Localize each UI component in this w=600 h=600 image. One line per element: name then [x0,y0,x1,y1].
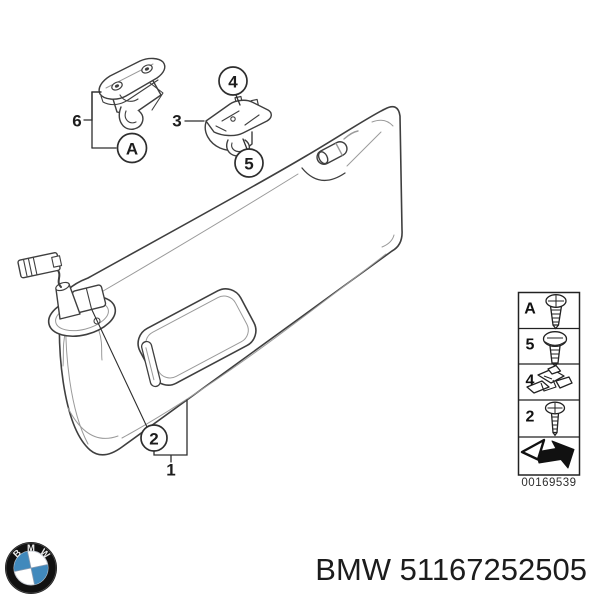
label-item-3[interactable]: 3 [172,112,181,131]
visor-bottom-fold-line [121,253,387,439]
swivel-mount-drawing [47,281,117,367]
callout-circle-4[interactable]: 4 [218,66,248,96]
callout-circle-A[interactable]: A [116,132,148,164]
logo-letter-m: M [27,543,35,554]
visor-pin-drawing [316,130,359,165]
leader-5 [242,138,248,150]
clip-6-drawing [98,57,166,130]
corner-highlight-top [371,119,394,127]
legend-row-2-label: 2 [526,409,535,426]
callout-5-text: 5 [244,155,253,174]
legend-row-A-label: A [524,301,536,318]
callout-circle-5[interactable]: 5 [234,148,264,178]
wire-connector-drawing [17,252,63,288]
clip-icon-4 [526,364,573,394]
legend-panel: A 5 4 2 [517,291,581,489]
diagram-canvas: 6 3 1 A 4 5 2 A 5 [17,57,581,489]
sun-visor-drawing [17,105,403,456]
clip-3-drawing [204,95,272,157]
leader-2 [91,309,148,428]
mirror-recess-drawing [137,288,257,388]
mount-neck-line-right [98,330,103,361]
visor-top-fold-line [97,173,299,295]
leader-4 [235,94,241,106]
visor-lobe-inner-contour [67,407,119,439]
clip-3-body [205,99,272,137]
callout-2-text: 2 [149,430,158,449]
legend-row-5-label: 5 [526,337,535,354]
label-item-6[interactable]: 6 [72,112,81,131]
bmw-roundel-quadrants [14,551,48,585]
part-number-text: BMW 51167252505 [315,552,587,587]
screw-icon-a [545,294,567,330]
diagram-number: 00169539 [521,477,576,489]
visor-outline [58,105,403,456]
screw-icon-2 [544,401,566,437]
visor-top-fold-line-right [346,131,382,167]
legend-row-4-label: 4 [526,373,535,390]
callout-4-text: 4 [228,73,238,92]
bracket-1 [153,399,188,463]
callout-circle-2[interactable]: 2 [140,424,168,452]
pin-recess-curve [301,167,346,181]
view-direction-arrow-icon [520,438,575,469]
callout-A-text: A [126,140,138,159]
label-item-1[interactable]: 1 [166,461,175,480]
corner-highlight-bottom [381,234,395,248]
mirror-pull-slot [140,340,162,388]
bmw-logo: B M W [4,541,58,595]
